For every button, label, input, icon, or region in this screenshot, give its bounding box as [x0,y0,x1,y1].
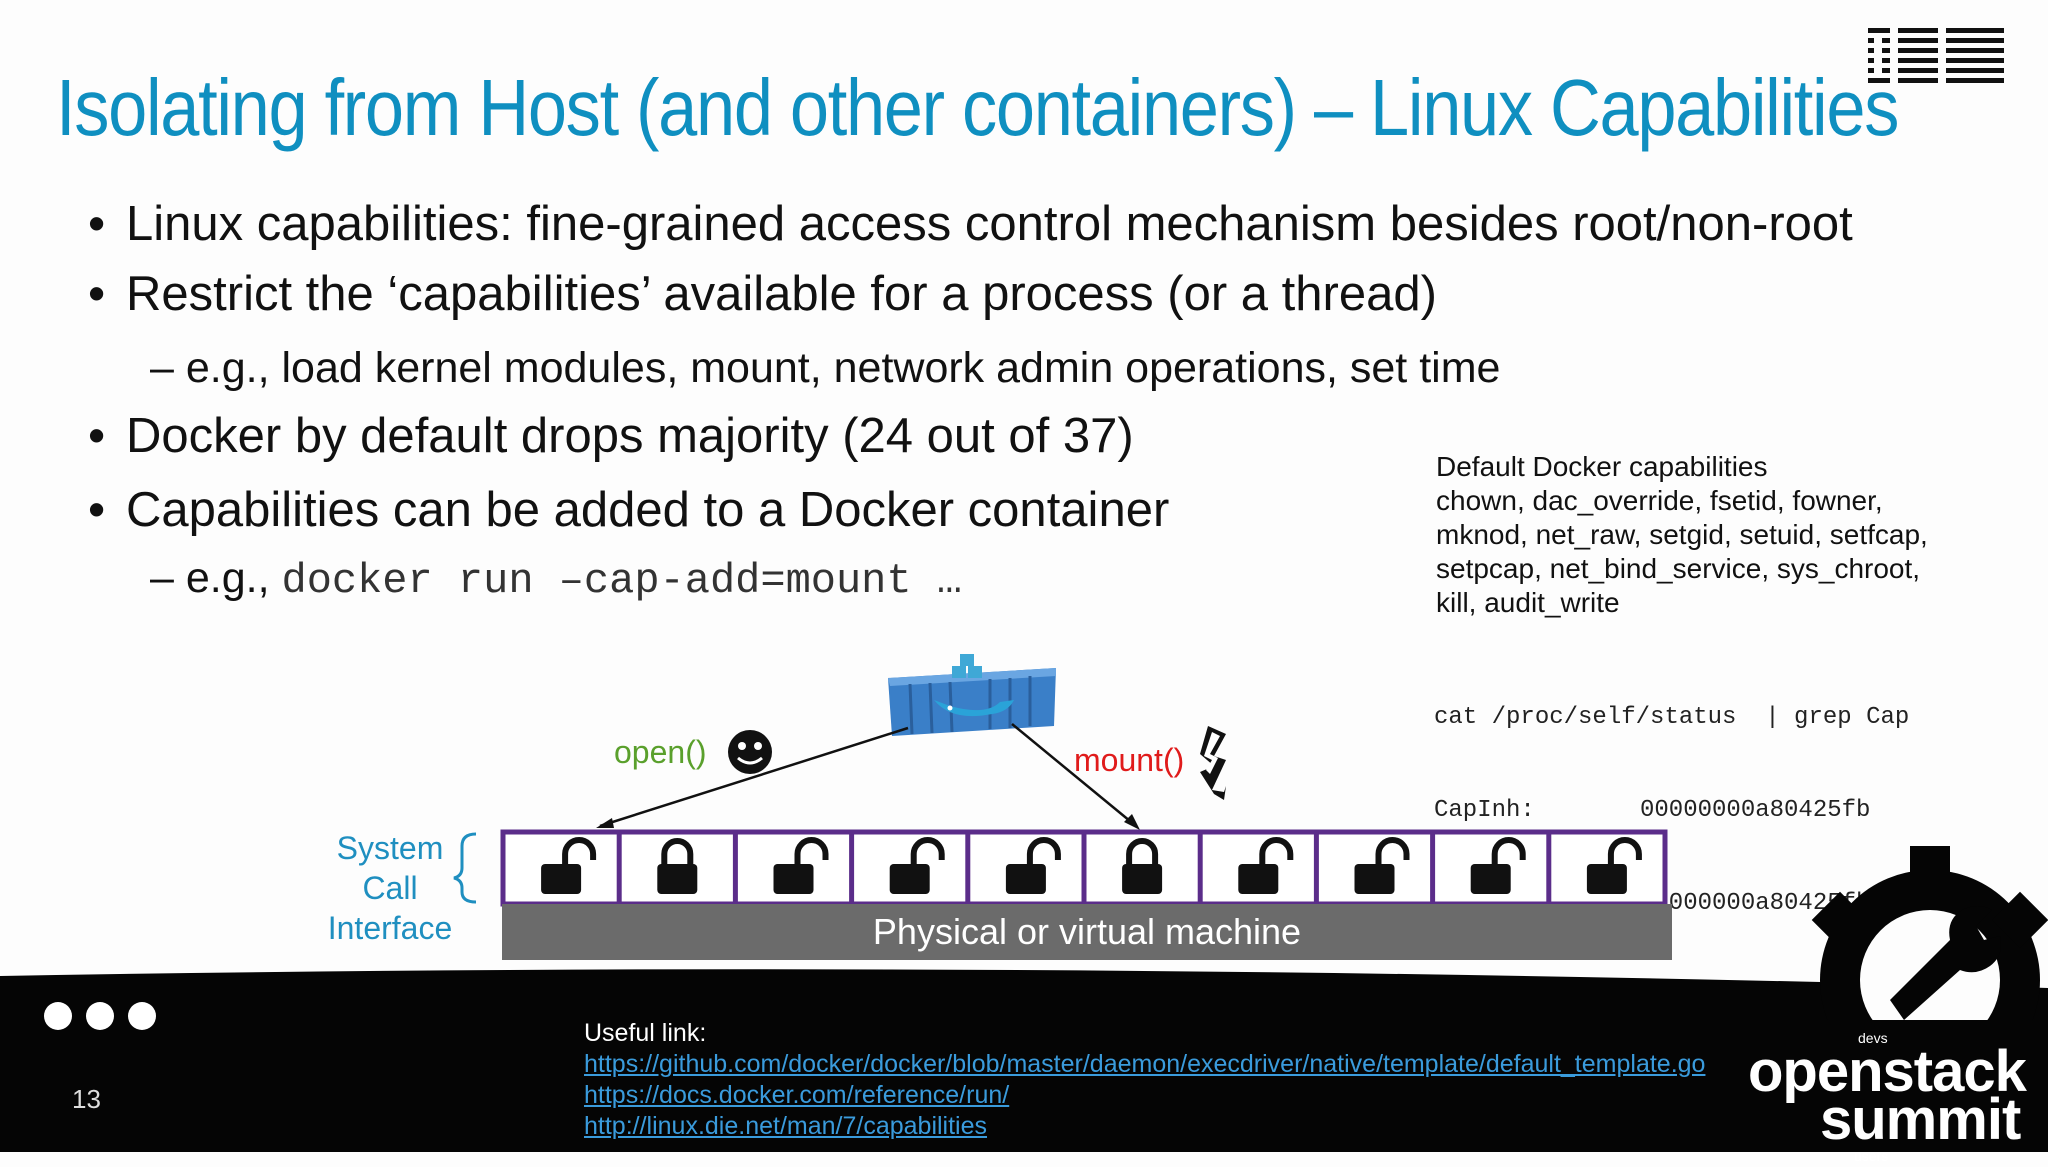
docker-container-icon [888,654,1056,736]
code-snippet: docker run –cap-add=mount … [281,557,962,605]
open-lock-icon [889,837,945,894]
default-capabilities-box: Default Docker capabilities chown, dac_o… [1436,450,1956,620]
open-lock-icon [1586,837,1642,894]
status-row: CapInh:00000000a80425fb [1434,797,1871,824]
slide-title: Isolating from Host (and other container… [56,63,1899,152]
bullet-item: •Restrict the ‘capabilities’ available f… [88,267,1437,321]
open-lock-icon [773,837,829,894]
open-syscall-label: open() [614,734,707,770]
smiley-face-icon [728,730,772,774]
open-lock-icon [1470,837,1526,894]
physical-machine-bar: Physical or virtual machine [502,904,1672,960]
caps-heading: Default Docker capabilities [1436,451,1768,482]
link-default-template[interactable]: https://github.com/docker/docker/blob/ma… [584,1050,1706,1078]
caps-line: chown, dac_override, fsetid, fowner, [1436,485,1883,516]
caps-line: kill, audit_write [1436,587,1620,618]
sub-bullet-item: – e.g., load kernel modules, mount, netw… [150,344,1501,392]
useful-links: Useful link: https://github.com/docker/d… [584,1018,1705,1142]
gear-wrench-icon [1811,846,2048,1020]
closed-lock-icon [1122,838,1163,894]
sub-bullet-item: – e.g., docker run –cap-add=mount … [150,554,962,605]
caps-line: setpcap, net_bind_service, sys_chroot, [1436,553,1921,584]
caps-line: mknod, net_raw, setgid, setuid, setfcap, [1436,519,1928,550]
open-lock-icon [1354,837,1410,894]
ibm-logo [1868,28,2004,84]
status-command: cat /proc/self/status | grep Cap [1434,704,1910,731]
open-lock-icon [541,837,597,894]
open-lock-icon [1005,837,1061,894]
lightning-bolt-icon [1200,726,1226,800]
system-call-interface-label: System Call Interface [327,830,453,946]
link-capabilities-man[interactable]: http://linux.die.net/man/7/capabilities [584,1112,988,1140]
useful-links-heading: Useful link: [584,1019,707,1047]
bullet-item: •Docker by default drops majority (24 ou… [88,409,1134,463]
link-docker-run-reference[interactable]: https://docs.docker.com/reference/run/ [584,1081,1010,1109]
footer-band [0,969,2048,1152]
menu-dots-icon [44,1002,170,1035]
page-number: 13 [72,1084,101,1114]
bullet-item: •Linux capabilities: fine-grained access… [88,197,1853,251]
mount-syscall-label: mount() [1074,742,1185,778]
open-lock-icon [1238,837,1294,894]
closed-lock-icon [657,838,698,894]
bullet-item: •Capabilities can be added to a Docker c… [88,483,1170,537]
